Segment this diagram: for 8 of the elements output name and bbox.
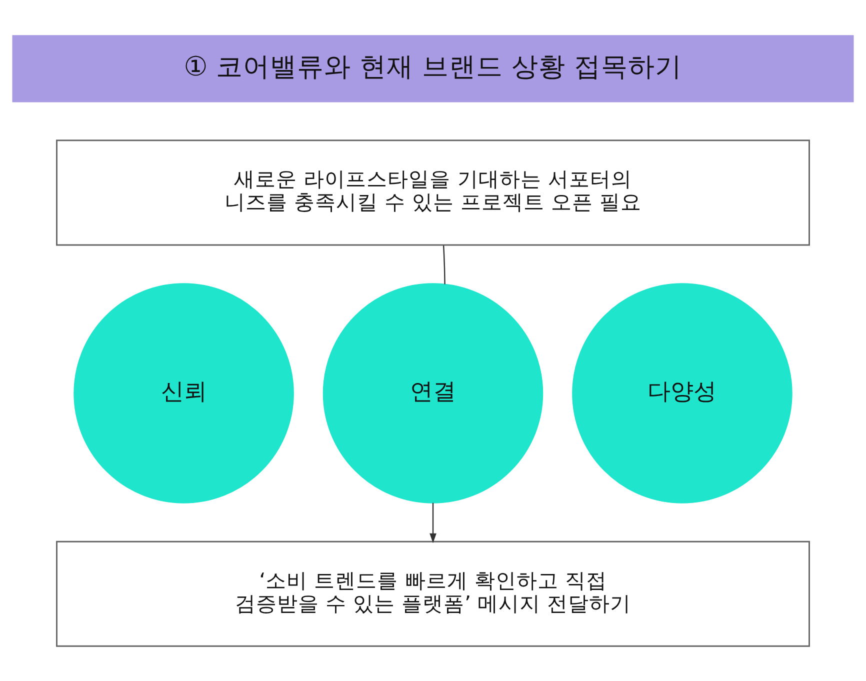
connector [442,244,446,284]
node-box: 새로운 라이프스타일을 기대하는 서포터의 니즈를 충족시킬 수 있는 프로젝트 오픈 필요 [56,139,810,246]
node-box: ‘소비 트렌드를 빠르게 확인하고 직접 검증받을 수 있는 플랫폼’ 메시지 전달하기 [56,540,810,646]
node-circle: 다양성 [572,282,792,503]
arrow [430,502,436,543]
node-circle: 신뢰 [74,282,294,503]
node-circle: 연결 [322,282,544,503]
node-box: ① 코어밸류와 현재 브랜드 상황 접목하기 [12,34,854,102]
